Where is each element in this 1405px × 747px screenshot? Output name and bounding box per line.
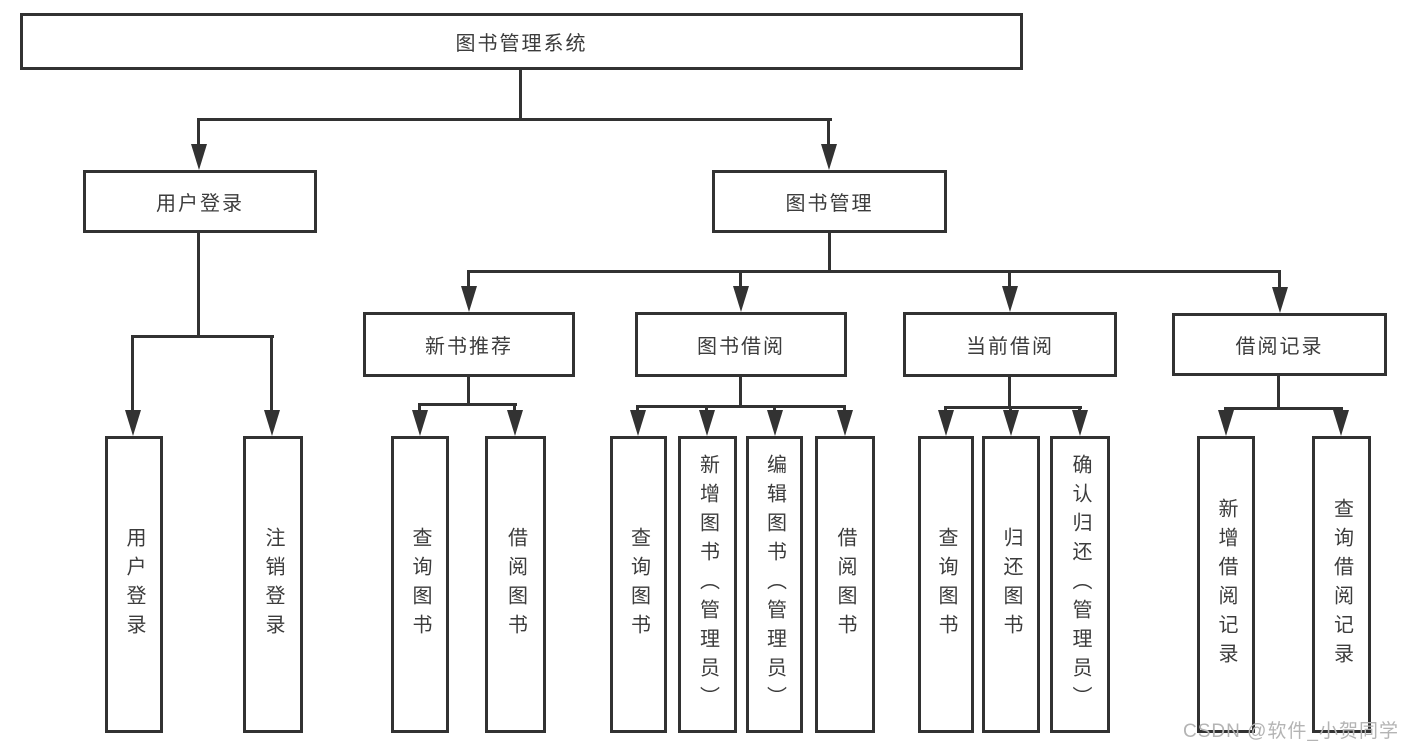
arrow-to-bor-add [699,405,715,436]
node-book-borrow-box: 图书借阅 [635,312,847,377]
node-new-book-recommend-box: 新书推荐 [363,312,575,377]
arrow-to-cur-return [1003,406,1019,436]
leaf-borrow-borrow-label: 借阅图书 [834,526,856,643]
connector-recommend-horizontal [418,403,517,406]
node-borrow-records-label: 借阅记录 [1235,336,1324,358]
connector-root-horizontal [198,118,832,121]
connector-borrow-horizontal [636,405,846,408]
arrow-to-cur-confirm [1072,406,1088,436]
leaf-borrow-query-label: 查询图书 [627,526,650,643]
leaf-borrow-add-label: 新增图书（管理员） [696,454,719,715]
leaf-borrow-query-box: 查询图书 [610,436,667,733]
leaf-borrow-borrow-box: 借阅图书 [815,436,875,733]
node-root-box: 图书管理系统 [20,13,1023,70]
node-new-book-recommend-label: 新书推荐 [425,336,513,358]
connector-root-vertical [519,70,522,121]
arrow-to-login-user [125,335,141,436]
node-root-label: 图书管理系统 [455,33,588,55]
arrow-to-bor-borrow [837,405,853,436]
connector-records-horizontal [1224,407,1343,410]
arrow-to-current [1002,270,1018,312]
arrow-to-rec-query2 [1333,407,1349,436]
arrow-to-login-logout [264,335,280,436]
leaf-records-query-box: 查询借阅记录 [1312,436,1371,733]
leaf-records-add-box: 新增借阅记录 [1197,436,1255,733]
leaf-records-query-label: 查询借阅记录 [1330,497,1353,672]
leaf-borrow-add-box: 新增图书（管理员） [678,436,737,733]
arrow-to-mgmt [821,118,837,170]
leaf-current-confirm-label: 确认归还（管理员） [1069,454,1091,715]
node-user-login-box: 用户登录 [83,170,317,233]
leaf-borrow-edit-label: 编辑图书（管理员） [763,454,786,715]
connector-borrow-vertical [739,377,742,408]
leaf-recommend-query-box: 查询图书 [391,436,449,733]
node-user-login-label: 用户登录 [156,193,244,215]
arrow-to-rec-add [1218,407,1234,436]
connector-recommend-vertical [467,377,470,406]
arrow-to-recommend [461,270,477,312]
arrow-to-records [1272,270,1288,313]
node-current-borrow-label: 当前借阅 [966,336,1054,358]
connector-records-vertical [1277,376,1280,410]
leaf-current-return-box: 归还图书 [982,436,1040,733]
leaf-logout-label: 注销登录 [262,526,284,643]
leaf-user-login-box: 用户登录 [105,436,163,733]
csdn-watermark: CSDN @软件_小贺同学 [1183,721,1399,742]
connector-current-vertical [1008,377,1011,409]
leaf-current-query-label: 查询图书 [935,526,957,643]
leaf-records-add-label: 新增借阅记录 [1215,497,1237,672]
connector-mgmt-horizontal [467,270,1281,273]
connector-login-horizontal [132,335,274,338]
leaf-current-query-box: 查询图书 [918,436,974,733]
arrow-to-cur-query [938,406,954,436]
leaf-user-login-label: 用户登录 [123,526,145,643]
arrow-to-bor-query [630,405,646,436]
leaf-recommend-query-label: 查询图书 [409,526,431,643]
node-book-borrow-label: 图书借阅 [697,336,785,358]
arrow-to-rec-borrow [507,403,523,436]
leaf-borrow-edit-box: 编辑图书（管理员） [746,436,803,733]
arrow-to-rec-query [412,403,428,436]
leaf-current-return-label: 归还图书 [1000,526,1022,643]
arrow-to-bor-edit [767,405,783,436]
connector-mgmt-vertical [828,233,831,273]
leaf-logout-box: 注销登录 [243,436,303,733]
arrow-to-borrow [733,270,749,312]
node-borrow-records-box: 借阅记录 [1172,313,1387,376]
connector-current-horizontal [944,406,1082,409]
node-current-borrow-box: 当前借阅 [903,312,1117,377]
node-book-mgmt-label: 图书管理 [785,193,874,215]
leaf-recommend-borrow-label: 借阅图书 [504,526,527,643]
leaf-recommend-borrow-box: 借阅图书 [485,436,546,733]
node-book-mgmt-box: 图书管理 [712,170,947,233]
connector-login-vertical [197,233,200,338]
arrow-to-login [191,118,207,170]
leaf-current-confirm-box: 确认归还（管理员） [1050,436,1110,733]
